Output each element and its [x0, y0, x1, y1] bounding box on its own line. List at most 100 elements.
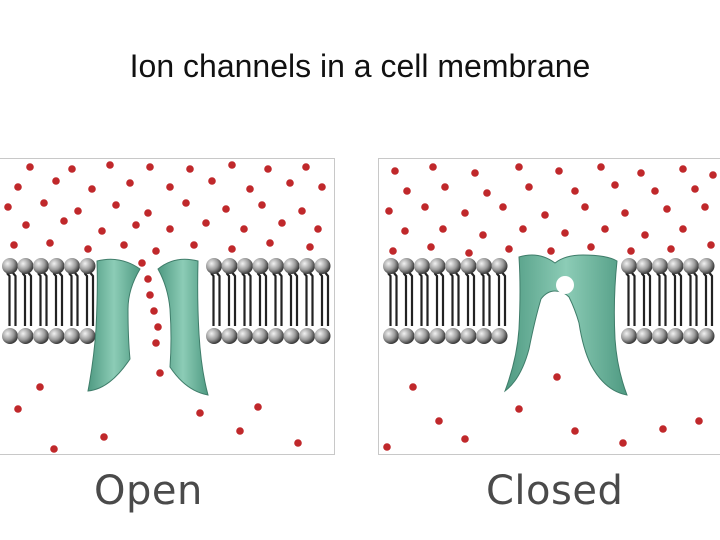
ion — [515, 163, 523, 171]
ion — [258, 201, 266, 209]
ion — [679, 165, 687, 173]
ion — [619, 439, 627, 447]
ion — [701, 203, 709, 211]
ion — [318, 183, 326, 191]
ion — [26, 163, 34, 171]
ion — [479, 231, 487, 239]
lipid-bilayer — [2, 258, 331, 344]
ion — [186, 165, 194, 173]
ion — [429, 163, 437, 171]
ion — [112, 201, 120, 209]
ion — [465, 249, 473, 257]
ion — [302, 163, 310, 171]
ion — [409, 383, 417, 391]
ion — [427, 243, 435, 251]
ion — [196, 409, 204, 417]
ion — [144, 275, 152, 283]
ion — [138, 259, 146, 267]
ion — [52, 177, 60, 185]
ion — [84, 245, 92, 253]
ion — [709, 171, 717, 179]
ion — [4, 203, 12, 211]
ion — [471, 169, 479, 177]
ion — [641, 231, 649, 239]
ion — [146, 291, 154, 299]
ion — [286, 179, 294, 187]
ion — [637, 169, 645, 177]
ion — [663, 205, 671, 213]
ion — [166, 225, 174, 233]
ion — [541, 211, 549, 219]
ion — [278, 219, 286, 227]
ion — [14, 405, 22, 413]
ion — [389, 247, 397, 255]
ion — [98, 227, 106, 235]
ion — [667, 245, 675, 253]
ion — [236, 427, 244, 435]
ion — [202, 219, 210, 227]
ion — [60, 217, 68, 225]
closed-label: Closed — [486, 468, 624, 514]
ion — [88, 185, 96, 193]
ion — [627, 247, 635, 255]
ion — [152, 339, 160, 347]
ion — [679, 225, 687, 233]
ion — [182, 199, 190, 207]
ion — [505, 245, 513, 253]
ion-particles — [383, 163, 717, 451]
open-ion-channel — [87, 258, 209, 396]
ion — [254, 403, 262, 411]
ion — [695, 417, 703, 425]
ion — [154, 323, 162, 331]
ion — [621, 209, 629, 217]
closed-channel-panel — [378, 158, 720, 455]
ion — [519, 225, 527, 233]
open-label: Open — [94, 468, 203, 514]
ion — [14, 183, 22, 191]
ion — [581, 203, 589, 211]
ion — [587, 243, 595, 251]
ion — [391, 167, 399, 175]
ion — [36, 383, 44, 391]
ion — [150, 307, 158, 315]
ion — [385, 207, 393, 215]
ion — [222, 205, 230, 213]
ion — [571, 187, 579, 195]
ion — [126, 179, 134, 187]
ion — [707, 241, 715, 249]
ion — [228, 161, 236, 169]
ion — [314, 225, 322, 233]
ion — [146, 163, 154, 171]
ion — [228, 245, 236, 253]
ion — [120, 241, 128, 249]
ion — [46, 239, 54, 247]
ion — [74, 207, 82, 215]
diagram-title: Ion channels in a cell membrane — [129, 48, 591, 84]
closed-ion-channel — [503, 254, 628, 396]
ion — [571, 427, 579, 435]
ion — [264, 165, 272, 173]
ion — [10, 241, 18, 249]
ion — [515, 405, 523, 413]
closed-channel-illustration — [383, 163, 717, 451]
ion — [403, 187, 411, 195]
ion — [561, 229, 569, 237]
ion — [22, 221, 30, 229]
ion — [132, 221, 140, 229]
ion — [246, 185, 254, 193]
ion — [294, 439, 302, 447]
ion — [68, 165, 76, 173]
ion — [240, 225, 248, 233]
ion — [298, 207, 306, 215]
ion — [461, 435, 469, 443]
ion — [383, 443, 391, 451]
ion — [40, 199, 48, 207]
ion — [100, 433, 108, 441]
ion — [461, 209, 469, 217]
ion — [525, 183, 533, 191]
ion — [499, 203, 507, 211]
ion — [601, 225, 609, 233]
ion — [208, 177, 216, 185]
lipid-bilayer — [383, 258, 715, 344]
ion-particles — [4, 161, 326, 453]
